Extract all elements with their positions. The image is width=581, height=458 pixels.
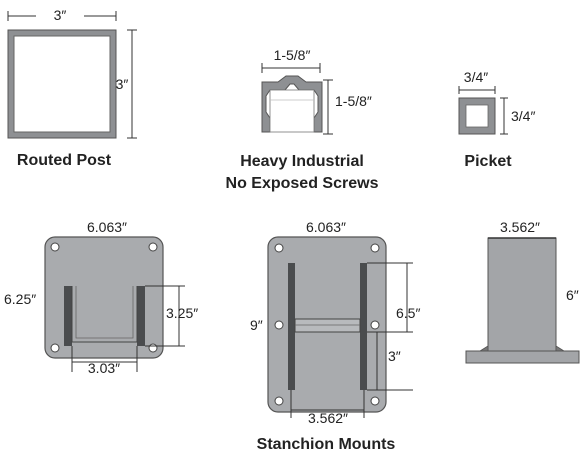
stanchion-mount-b: 6.063″ 9″ 6.5″ 3″ 3.562″ <box>250 219 420 426</box>
mount-a-slot-left <box>64 286 72 346</box>
picket-height-label: 3/4″ <box>511 108 535 124</box>
mount-a-slot-right <box>137 286 145 346</box>
picket-caption: Picket <box>464 153 512 170</box>
picket-inner <box>465 104 489 128</box>
heavy-industrial-group: 1-5/8″ 1-5/8″ Heavy Industrial No Expose… <box>226 47 379 192</box>
mount-a-hole-tr <box>148 242 158 252</box>
mount-a-channel-height-label: 3.25″ <box>166 305 198 321</box>
mount-a-height-label: 6.25″ <box>4 291 36 307</box>
mount-a-width-label: 6.063″ <box>87 219 127 235</box>
mount-b-hole-mr <box>370 320 380 330</box>
heavy-industrial-cavity <box>269 89 315 133</box>
mount-c-height-label: 6″ <box>566 287 579 303</box>
mount-b-hole-br <box>370 396 380 406</box>
mount-b-crossbar <box>294 318 361 333</box>
mount-a-channel <box>71 286 138 343</box>
routed-post-group: 3″ 3″ Routed Post <box>7 7 137 169</box>
mount-c-post <box>487 237 557 352</box>
picket-width-label: 3/4″ <box>464 69 488 85</box>
routed-post-width-label: 3″ <box>54 7 67 23</box>
mount-a-hole-bl <box>50 343 60 353</box>
stanchion-mount-a: 6.063″ 6.25″ 3.25″ 3.03″ <box>4 219 198 376</box>
mount-b-slot-right <box>360 263 367 390</box>
mount-b-bottom-width-label: 3.562″ <box>308 410 348 426</box>
mount-a-hole-br <box>148 343 158 353</box>
mount-b-lower-height-label: 3″ <box>388 348 401 364</box>
routed-post-inner <box>13 35 111 133</box>
mount-b-channel-height-label: 6.5″ <box>396 305 420 321</box>
mount-a-plate <box>44 236 164 359</box>
stanchion-mount-c: 3.562″ 6″ <box>465 219 580 364</box>
mount-a-channel-width-label: 3.03″ <box>88 360 120 376</box>
mount-b-hole-bl <box>274 396 284 406</box>
mount-a-hole-tl <box>50 242 60 252</box>
mount-c-weld-right <box>555 345 566 352</box>
routed-post-caption: Routed Post <box>17 152 112 169</box>
picket-group: 3/4″ 3/4″ Picket <box>458 69 535 170</box>
mount-c-base <box>465 350 580 364</box>
mount-a-channel-inner <box>75 286 134 339</box>
mount-c-width-label: 3.562″ <box>500 219 540 235</box>
heavy-industrial-caption-line1: Heavy Industrial <box>240 153 364 170</box>
mount-b-slot-left <box>288 263 295 390</box>
routed-post-height-label: 3″ <box>116 76 129 92</box>
mount-b-hole-tr <box>370 243 380 253</box>
mount-b-width-label: 6.063″ <box>306 219 346 235</box>
heavy-industrial-height-label: 1-5/8″ <box>335 93 372 109</box>
heavy-industrial-caption-line2: No Exposed Screws <box>226 175 379 192</box>
mount-c-weld-left <box>478 345 489 352</box>
mount-b-hole-tl <box>274 243 284 253</box>
heavy-industrial-width-label: 1-5/8″ <box>274 47 311 63</box>
stanchion-mounts-caption: Stanchion Mounts <box>257 436 396 453</box>
mount-b-height-label: 9″ <box>250 317 263 333</box>
mount-b-hole-ml <box>274 320 284 330</box>
